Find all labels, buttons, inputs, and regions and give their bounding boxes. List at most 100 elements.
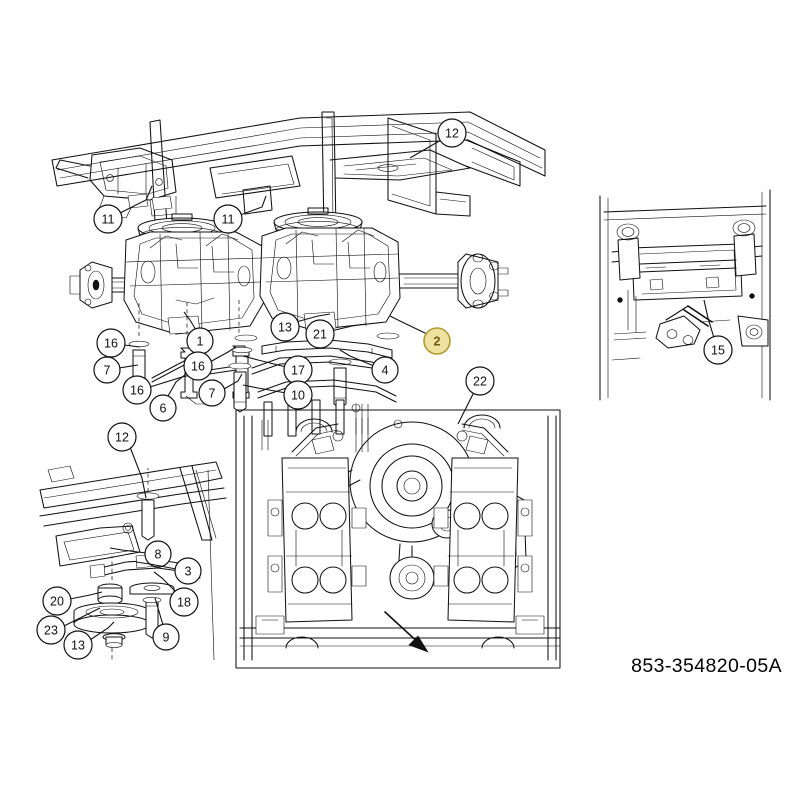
callout-label: 15 bbox=[711, 344, 725, 358]
callout-bubble[interactable] bbox=[183, 351, 213, 381]
callout-leader-18 bbox=[153, 571, 177, 593]
callout-20[interactable]: 20 bbox=[42, 586, 72, 616]
callout-label: 13 bbox=[278, 321, 292, 335]
callout-bubble[interactable] bbox=[63, 630, 93, 660]
callout-bubble[interactable] bbox=[149, 394, 177, 422]
left-mount-bracket bbox=[55, 147, 177, 219]
callout-bubble[interactable] bbox=[36, 615, 66, 645]
callout-leader-11 bbox=[239, 195, 267, 216]
callout-leader-21 bbox=[330, 323, 367, 332]
part-number-label: 853-354820-05A bbox=[631, 655, 782, 677]
callout-1[interactable]: 1 bbox=[186, 327, 214, 355]
callout-label: 20 bbox=[50, 595, 64, 609]
callout-leader-15 bbox=[703, 299, 715, 339]
callout-label: 7 bbox=[209, 387, 216, 401]
callout-8[interactable]: 8 bbox=[144, 540, 172, 568]
callout-12[interactable]: 12 bbox=[107, 422, 137, 452]
callout-bubble[interactable] bbox=[42, 586, 72, 616]
callout-leader-2 bbox=[389, 315, 428, 335]
callout-bubble[interactable] bbox=[93, 356, 121, 384]
callout-7[interactable]: 7 bbox=[93, 356, 121, 384]
callout-leader-20 bbox=[69, 591, 103, 600]
callout-leader-16 bbox=[209, 346, 237, 363]
callout-bubble[interactable] bbox=[93, 204, 123, 234]
callout-leader-4 bbox=[339, 349, 375, 367]
callout-leader-22 bbox=[457, 391, 475, 425]
callout-7[interactable]: 7 bbox=[198, 379, 226, 407]
callout-10[interactable]: 10 bbox=[283, 380, 313, 410]
callout-bubble[interactable] bbox=[283, 380, 313, 410]
callout-bubble[interactable] bbox=[169, 587, 199, 617]
callout-2[interactable]: 2 bbox=[423, 327, 451, 355]
callout-4[interactable]: 4 bbox=[371, 356, 399, 384]
callout-bubble[interactable] bbox=[152, 623, 180, 651]
callout-leader-17 bbox=[242, 355, 287, 368]
callout-leader-3 bbox=[135, 561, 177, 570]
callout-leader-13 bbox=[295, 313, 331, 323]
callout-bubble[interactable] bbox=[437, 118, 467, 148]
callout-bubble[interactable] bbox=[144, 540, 172, 568]
callout-label: 3 bbox=[185, 565, 192, 579]
callout-6[interactable]: 6 bbox=[149, 394, 177, 422]
callout-label: 11 bbox=[102, 213, 115, 227]
callout-label: 16 bbox=[104, 337, 118, 351]
callout-leader-1 bbox=[183, 311, 197, 331]
wheel-hub bbox=[457, 253, 509, 309]
callout-label: 8 bbox=[155, 548, 162, 562]
callout-23[interactable]: 23 bbox=[36, 615, 66, 645]
callout-label: 18 bbox=[177, 596, 191, 610]
callout-bubble[interactable] bbox=[122, 375, 152, 405]
callout-leader-12 bbox=[129, 446, 147, 499]
callout-label: 23 bbox=[44, 624, 58, 638]
callout-label: 17 bbox=[291, 364, 305, 378]
callout-bubble[interactable] bbox=[174, 557, 202, 585]
callout-11[interactable]: 11 bbox=[93, 204, 123, 234]
callout-bubble[interactable] bbox=[305, 319, 335, 349]
callout-leader-7 bbox=[223, 373, 243, 390]
callout-label: 11 bbox=[222, 213, 235, 227]
right-transaxle-assembly bbox=[259, 207, 463, 331]
callout-bubble[interactable] bbox=[198, 379, 226, 407]
callout-21[interactable]: 21 bbox=[305, 319, 335, 349]
callout-11[interactable]: 11 bbox=[213, 204, 243, 234]
callout-leader-9 bbox=[154, 597, 164, 626]
callout-bubble[interactable] bbox=[270, 312, 300, 342]
callout-layer: 12 11 11 16 7 16 6 1 16 7 13 21 17 10 4 2 15 22 12 8 3 20 18 23… bbox=[36, 118, 733, 660]
callout-bubble[interactable] bbox=[107, 422, 137, 452]
callout-9[interactable]: 9 bbox=[152, 623, 180, 651]
callout-17[interactable]: 17 bbox=[283, 355, 313, 385]
callout-leader-8 bbox=[109, 547, 147, 554]
callout-label: 21 bbox=[313, 328, 327, 342]
callout-label: 2 bbox=[434, 335, 441, 349]
callout-bubble[interactable] bbox=[465, 366, 495, 396]
callout-bubble[interactable] bbox=[371, 356, 399, 384]
callout-13[interactable]: 13 bbox=[63, 630, 93, 660]
callout-bubble[interactable] bbox=[213, 204, 243, 234]
callout-16[interactable]: 16 bbox=[183, 351, 213, 381]
callout-3[interactable]: 3 bbox=[174, 557, 202, 585]
callout-16[interactable]: 16 bbox=[122, 375, 152, 405]
callout-18[interactable]: 18 bbox=[169, 587, 199, 617]
callout-22[interactable]: 22 bbox=[465, 366, 495, 396]
callout-label: 13 bbox=[71, 639, 85, 653]
callout-label: 16 bbox=[130, 384, 144, 398]
callout-bubble[interactable] bbox=[423, 327, 451, 355]
callout-13[interactable]: 13 bbox=[270, 312, 300, 342]
callout-leader-6 bbox=[167, 373, 187, 397]
callout-leader-23 bbox=[63, 607, 101, 627]
callout-bubble[interactable] bbox=[703, 335, 733, 365]
callout-16[interactable]: 16 bbox=[96, 328, 126, 358]
callout-12[interactable]: 12 bbox=[437, 118, 467, 148]
callout-15[interactable]: 15 bbox=[703, 335, 733, 365]
callout-leader-12 bbox=[409, 139, 442, 159]
callout-label: 6 bbox=[160, 402, 167, 416]
callout-label: 10 bbox=[291, 389, 305, 403]
callout-label: 9 bbox=[163, 631, 170, 645]
left-transaxle-assembly bbox=[69, 213, 265, 335]
callout-bubble[interactable] bbox=[96, 328, 126, 358]
callout-label: 16 bbox=[191, 360, 205, 374]
callout-leader-11 bbox=[119, 185, 153, 214]
pulley-inset-group bbox=[39, 461, 227, 661]
